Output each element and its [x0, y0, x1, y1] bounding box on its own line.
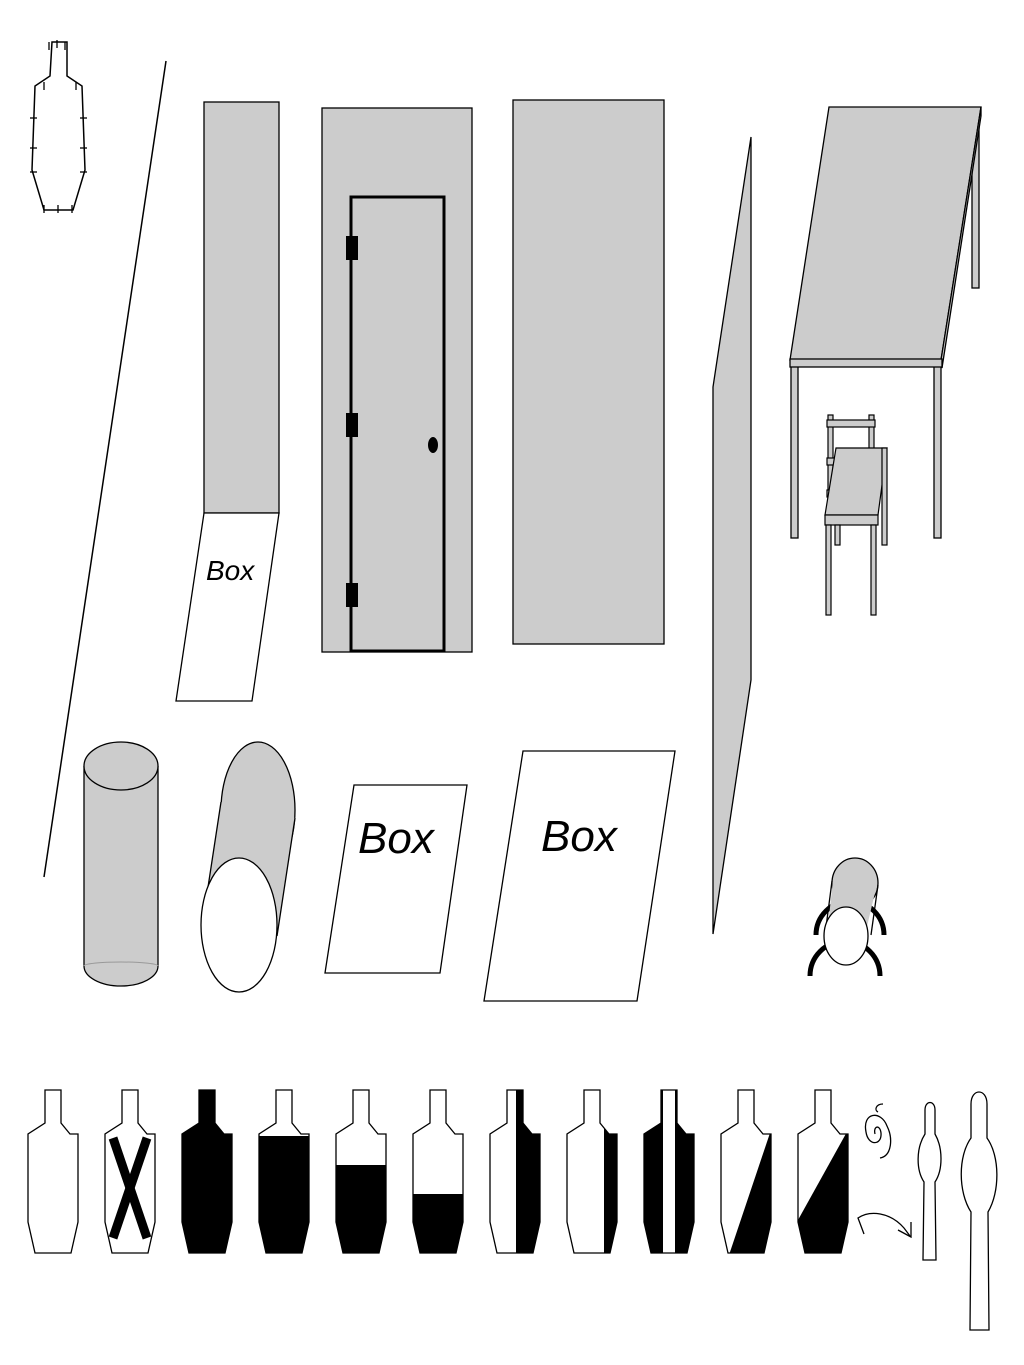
figure-target-tall-icon [960, 1091, 998, 1331]
target-body [182, 1090, 232, 1253]
barrel-icon [83, 741, 159, 987]
target-outline [412, 1089, 464, 1254]
door-knob [428, 437, 438, 453]
door-hinge-top [346, 236, 358, 260]
target-fill-region [729, 1130, 771, 1253]
target-fill-region [604, 1120, 617, 1253]
door-hinge-bottom [346, 583, 358, 607]
target-blank [27, 1089, 79, 1254]
target-fill-region [336, 1165, 386, 1253]
target-fill [516, 1090, 540, 1253]
diagonal-line [43, 60, 167, 878]
target-outline [27, 1089, 79, 1254]
target-body [28, 1090, 78, 1253]
target-gap [663, 1090, 675, 1253]
target-outline [720, 1089, 772, 1254]
target-diagonal-lower-right [720, 1089, 772, 1254]
turn-arrow-icon [857, 1212, 912, 1239]
target-center-stripe-black [489, 1089, 541, 1254]
target-fill-region [413, 1194, 463, 1253]
skewed-wall [712, 136, 752, 935]
target-outline [335, 1089, 387, 1254]
tunnel-icon [807, 857, 887, 977]
door-icon [349, 195, 446, 653]
target-outline [181, 1089, 233, 1254]
target-silhouette-icon [30, 40, 87, 213]
target-fill [336, 1165, 386, 1253]
target-lower-two-thirds-black [335, 1089, 387, 1254]
target-row [27, 1089, 849, 1254]
target-outline [797, 1089, 849, 1254]
figure-target-icon [917, 1101, 942, 1261]
target-right-edge-black [566, 1089, 618, 1254]
target-lower-third-black [412, 1089, 464, 1254]
target-outline [104, 1089, 156, 1254]
target-fill [798, 1130, 848, 1253]
target-outline [489, 1089, 541, 1254]
target-both-sides-black [643, 1089, 695, 1254]
box-panel-medium: Box [324, 784, 468, 974]
target-fill [259, 1136, 309, 1253]
target-full-black [181, 1089, 233, 1254]
box-label-large: Box [541, 812, 619, 861]
spiral-icon [864, 1103, 892, 1159]
target-black-below-neck [258, 1089, 310, 1254]
target-diagonal-lower-left [797, 1089, 849, 1254]
target-fill-region [798, 1130, 848, 1253]
wall-with-door [321, 107, 473, 653]
box-label-flap: Box [206, 555, 255, 586]
table-icon [789, 106, 982, 539]
target-fill [604, 1120, 617, 1253]
box-label-medium: Box [358, 814, 436, 863]
target-fill [729, 1130, 771, 1253]
target-fill-region [259, 1136, 309, 1253]
tube-icon [200, 741, 296, 993]
target-outline [566, 1089, 618, 1254]
target-outline [258, 1089, 310, 1254]
chair-icon [824, 414, 888, 616]
x-mark-stroke [108, 1136, 152, 1240]
door-hinge-middle [346, 413, 358, 437]
target-x-mark [104, 1089, 156, 1254]
panel-with-box-flap: Box [175, 101, 280, 702]
target-fill-region [516, 1120, 540, 1253]
plain-wall [512, 99, 665, 645]
box-panel-large: Box [483, 750, 676, 1002]
target-outline [643, 1089, 695, 1254]
target-fill [413, 1194, 463, 1253]
